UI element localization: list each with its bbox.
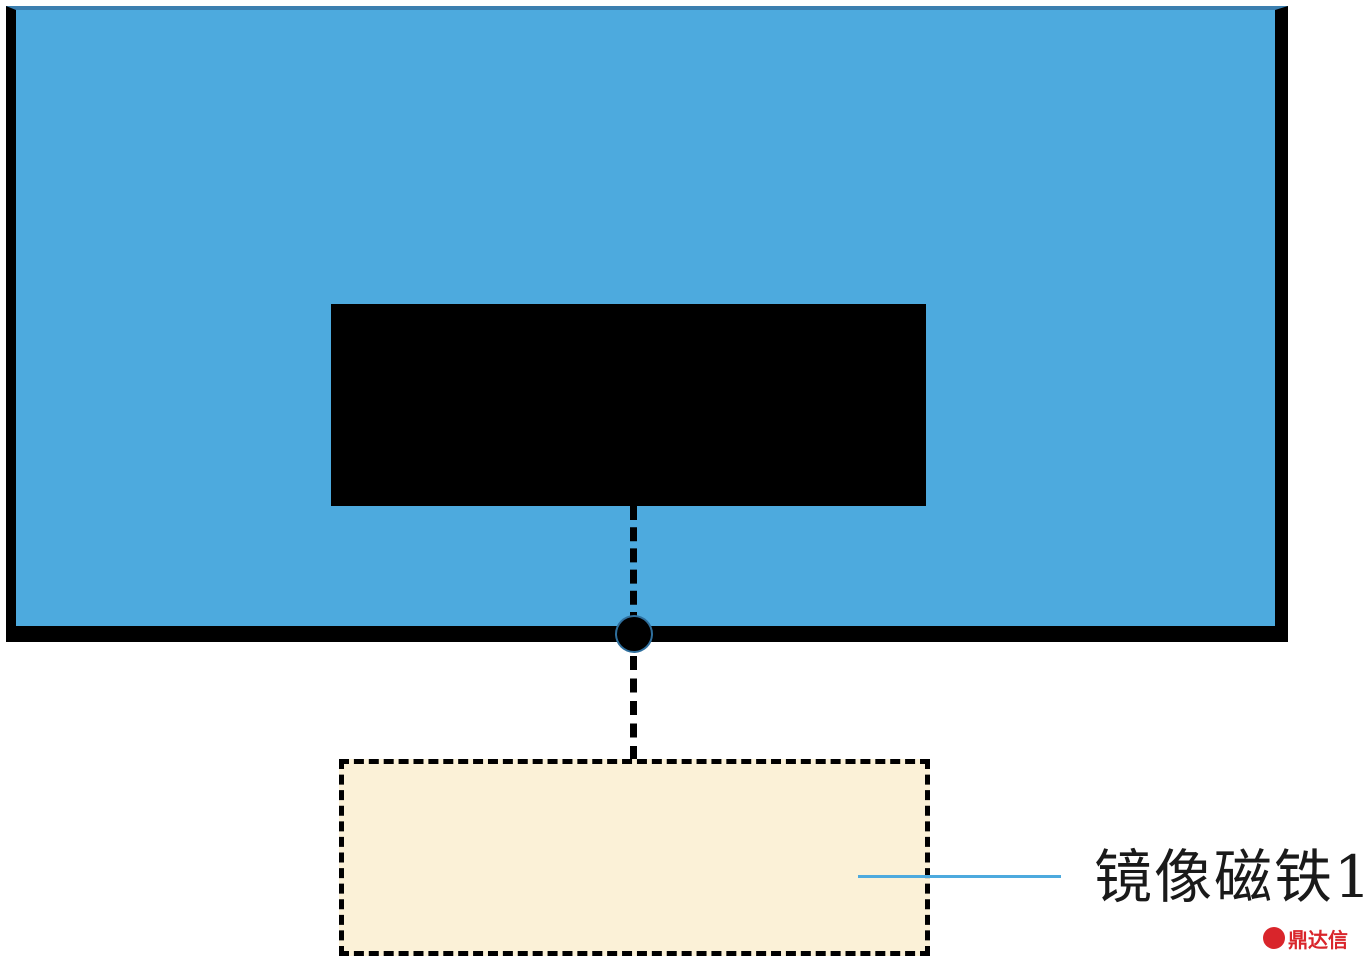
watermark-text: 鼎达信 — [1288, 927, 1348, 952]
mirror-point — [617, 617, 651, 651]
watermark-logo-icon — [1263, 927, 1285, 949]
mirror-magnet-label: 镜像磁铁1 — [1094, 843, 1367, 911]
symmetry-line-upper — [630, 506, 637, 626]
mirror-magnet-box — [339, 759, 930, 956]
label-leader-line — [858, 875, 1061, 878]
magnet-block — [331, 304, 926, 506]
symmetry-line-lower — [630, 656, 637, 760]
watermark: 鼎达信 — [1263, 924, 1348, 952]
